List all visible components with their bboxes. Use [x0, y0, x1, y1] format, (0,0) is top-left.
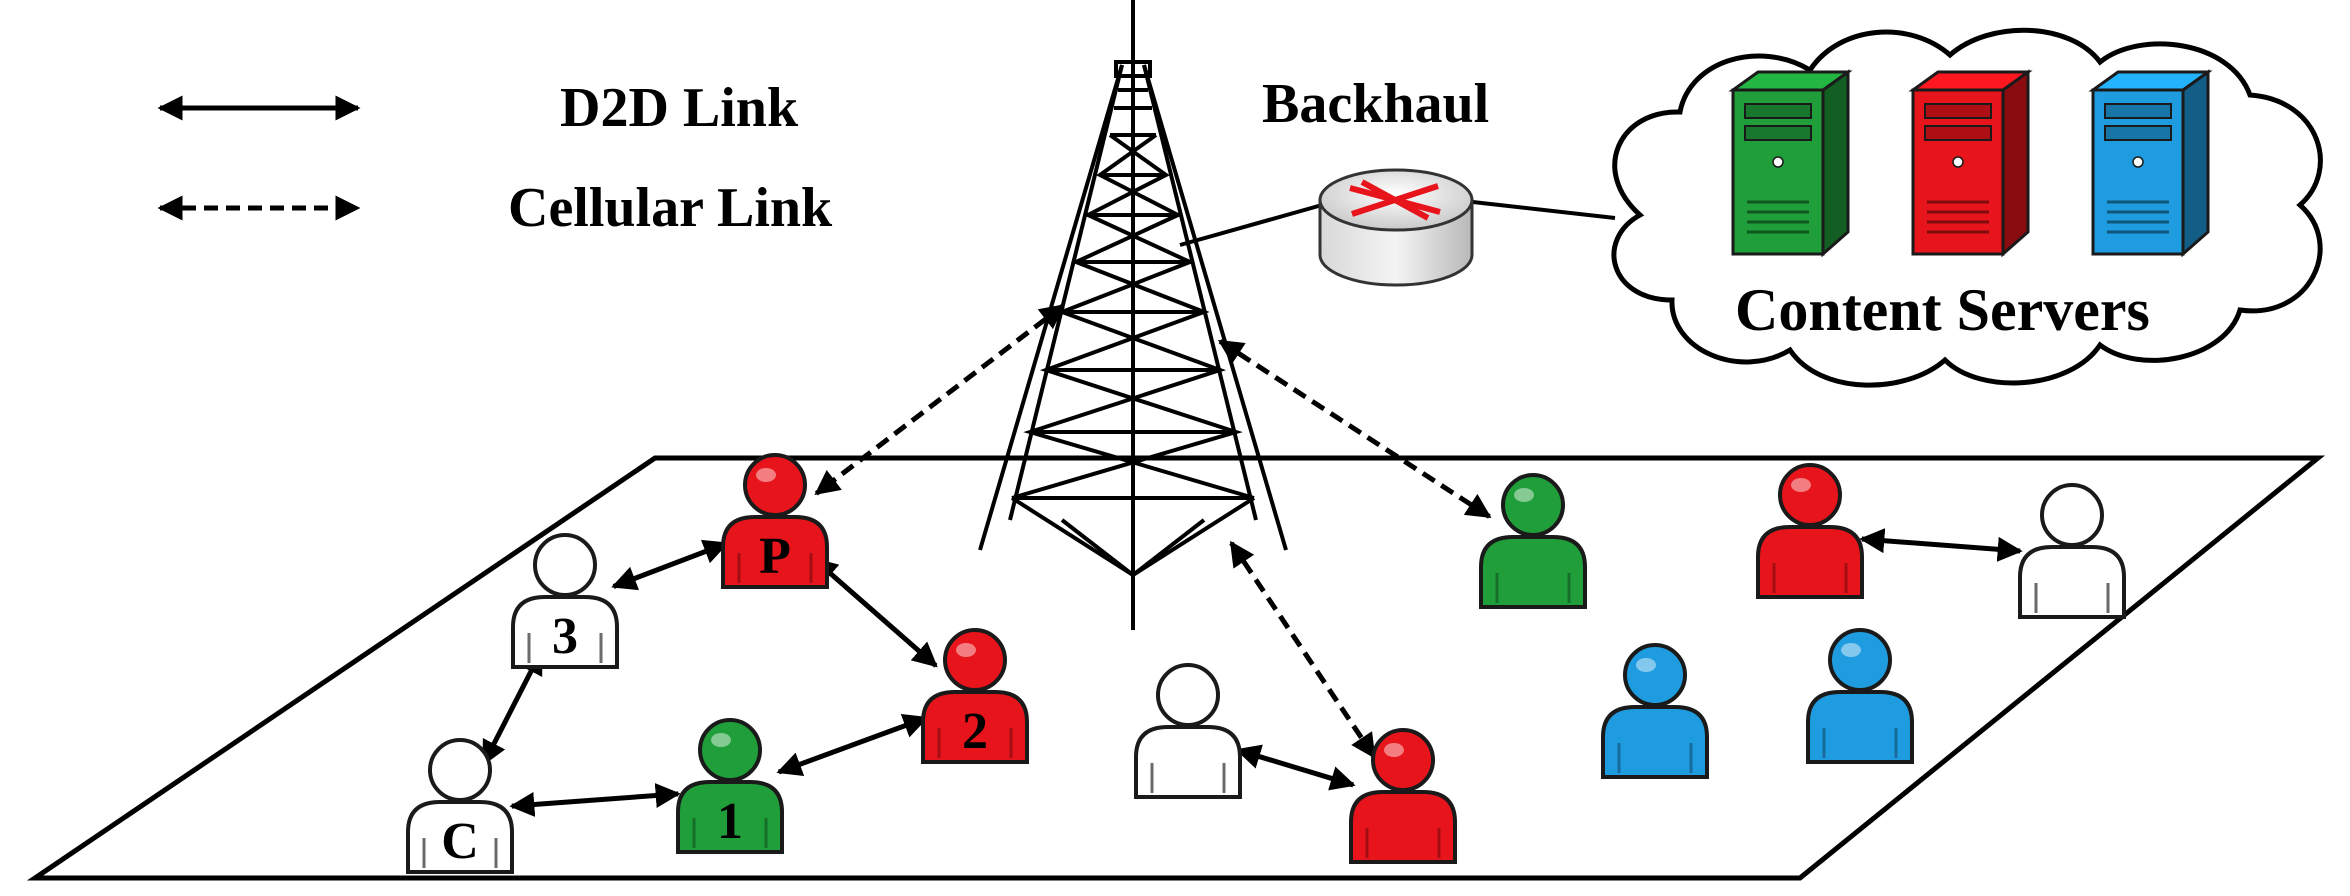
d2d-link-2-1 — [776, 713, 929, 777]
user-1-label: 1 — [717, 793, 743, 850]
green-server-icon — [1728, 69, 1853, 258]
users: P 3 2C 1 — [406, 453, 2126, 874]
d2d-link-3-P — [611, 539, 729, 591]
d2d-link-1-C — [509, 783, 681, 817]
d2d-link-mid-white-mid-red — [1235, 744, 1356, 791]
user-1-icon: 1 — [676, 718, 784, 854]
cellular-link-P — [814, 303, 1066, 496]
d2d-link-C-3 — [481, 649, 544, 766]
user-mid-red-icon — [1349, 728, 1457, 864]
user-P-label: P — [759, 528, 791, 585]
user-right-blue-2-icon — [1806, 628, 1914, 764]
cellular-link-right-green — [1217, 339, 1492, 519]
user-3-icon: 3 — [511, 533, 619, 669]
user-2-label: 2 — [962, 703, 988, 760]
d2d-link-P-2 — [812, 557, 938, 668]
user-2-icon: 2 — [921, 628, 1029, 764]
user-C-icon: C — [406, 738, 514, 874]
legend: D2D Link Cellular Link — [157, 77, 833, 239]
cellular-link-mid-red — [1229, 540, 1377, 759]
user-right-blue-1-icon — [1601, 643, 1709, 779]
legend-cellular-label: Cellular Link — [508, 177, 833, 239]
red-server-icon — [1908, 69, 2033, 258]
router-icon: Backhaul — [1262, 73, 1489, 287]
backhaul-links — [1179, 198, 1616, 247]
servers — [1728, 69, 2213, 258]
links — [481, 303, 2023, 817]
backhaul-label: Backhaul — [1262, 73, 1489, 135]
user-right-red-icon — [1756, 463, 1864, 599]
user-C-label: C — [441, 813, 479, 870]
cell-tower-icon — [978, 0, 1288, 630]
content-servers-label: Content Servers — [1735, 277, 2150, 343]
legend-d2d-label: D2D Link — [560, 77, 799, 139]
user-right-white-icon — [2018, 483, 2126, 619]
user-right-green-icon — [1479, 473, 1587, 609]
user-3-label: 3 — [552, 608, 578, 665]
blue-server-icon — [2088, 69, 2213, 258]
user-mid-white-icon — [1134, 663, 1242, 799]
ground-plane — [26, 455, 2326, 881]
d2d-link-right-red-right-white — [1859, 528, 2023, 562]
user-P-icon: P — [721, 453, 829, 589]
